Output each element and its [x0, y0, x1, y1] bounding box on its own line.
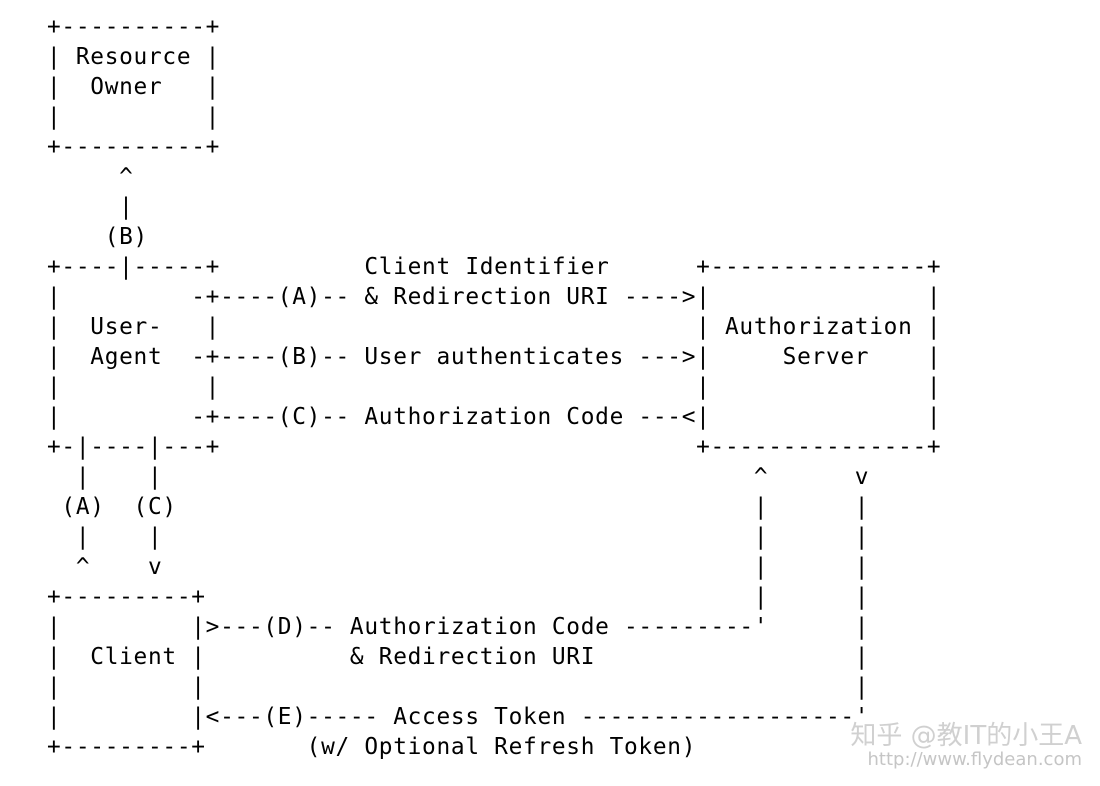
diagram-line: +----------+	[47, 134, 221, 160]
oauth-authorization-code-flow-diagram: +----------+ | Resource | | Owner | | | …	[47, 12, 941, 762]
diagram-line: (A) (C) | |	[47, 494, 870, 520]
diagram-line: | Owner |	[47, 74, 221, 100]
diagram-line: ^	[47, 164, 134, 190]
diagram-line: | Resource |	[47, 44, 221, 70]
diagram-line: | Agent -+----(B)-- User authenticates -…	[47, 344, 942, 370]
diagram-line: | -+----(A)-- & Redirection URI ---->| |	[47, 284, 942, 310]
diagram-line: +-|----|---+ +---------------+	[47, 434, 942, 460]
diagram-line: | | |	[47, 674, 870, 700]
diagram-line: | |<---(E)----- Access Token -----------…	[47, 704, 870, 730]
diagram-line: (B)	[47, 224, 148, 250]
diagram-line: +----------+	[47, 14, 221, 40]
diagram-line: ^ v | |	[47, 554, 870, 580]
diagram-line: | | | |	[47, 374, 942, 400]
diagram-line: | User- | | Authorization |	[47, 314, 942, 340]
diagram-line: +---------+ | |	[47, 584, 870, 610]
diagram-line: +---------+ (w/ Optional Refresh Token)	[47, 734, 697, 760]
diagram-line: | |	[47, 104, 221, 130]
diagram-line: | -+----(C)-- Authorization Code ---<| |	[47, 404, 942, 430]
diagram-line: | | ^ v	[47, 464, 870, 490]
diagram-line: | |>---(D)-- Authorization Code --------…	[47, 614, 870, 640]
diagram-line: | | | |	[47, 524, 870, 550]
diagram-line: | Client | & Redirection URI |	[47, 644, 870, 670]
diagram-line: |	[47, 194, 134, 220]
diagram-line: +----|-----+ Client Identifier +--------…	[47, 254, 942, 280]
